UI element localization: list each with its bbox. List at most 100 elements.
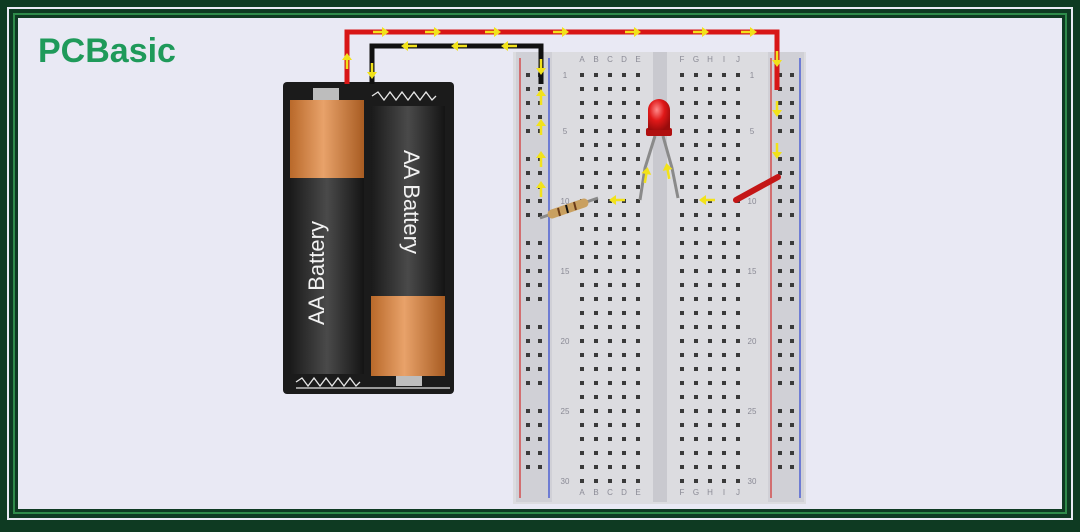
breadboard-hole	[580, 423, 584, 427]
breadboard-hole	[580, 255, 584, 259]
breadboard-hole	[708, 423, 712, 427]
breadboard-hole	[736, 367, 740, 371]
breadboard-hole	[694, 465, 698, 469]
breadboard-hole	[608, 437, 612, 441]
breadboard-hole	[722, 465, 726, 469]
breadboard-hole	[622, 283, 626, 287]
breadboard-hole	[608, 381, 612, 385]
breadboard-hole	[722, 297, 726, 301]
breadboard-hole	[636, 227, 640, 231]
rail-hole	[778, 283, 782, 287]
right-cell-copper	[371, 296, 445, 376]
breadboard-hole	[708, 409, 712, 413]
breadboard-hole	[580, 451, 584, 455]
rail-hole	[538, 199, 542, 203]
rail-hole	[778, 325, 782, 329]
breadboard-hole	[594, 143, 598, 147]
breadboard-hole	[608, 367, 612, 371]
breadboard-hole	[680, 227, 684, 231]
row-number-label: 10	[561, 197, 570, 206]
rail-hole	[790, 87, 794, 91]
breadboard-hole	[680, 479, 684, 483]
breadboard-hole	[708, 171, 712, 175]
rail-hole	[790, 353, 794, 357]
rail-hole	[790, 297, 794, 301]
left-power-rail	[516, 52, 552, 502]
current-arrow	[662, 163, 673, 180]
breadboard-hole	[680, 115, 684, 119]
breadboard-hole	[680, 269, 684, 273]
breadboard-hole	[694, 157, 698, 161]
breadboard-hole	[708, 115, 712, 119]
breadboard-hole	[622, 255, 626, 259]
left-cell-black	[290, 178, 364, 374]
rail-hole	[526, 283, 530, 287]
breadboard-hole	[608, 353, 612, 357]
breadboard-hole	[708, 101, 712, 105]
current-arrow	[536, 89, 546, 105]
breadboard-hole	[594, 171, 598, 175]
breadboard-hole	[680, 241, 684, 245]
current-arrow	[741, 27, 757, 37]
breadboard-hole	[594, 339, 598, 343]
row-number-label: 20	[561, 337, 570, 346]
rail-hole	[790, 73, 794, 77]
led-dome	[648, 99, 670, 130]
breadboard-hole	[622, 437, 626, 441]
breadboard-hole	[636, 115, 640, 119]
breadboard-hole	[694, 171, 698, 175]
breadboard-hole	[594, 199, 598, 203]
red-jumper	[733, 174, 781, 203]
breadboard-hole	[736, 339, 740, 343]
column-letter-label: C	[607, 488, 613, 497]
breadboard-hole	[680, 423, 684, 427]
breadboard-hole	[736, 129, 740, 133]
breadboard-hole	[580, 227, 584, 231]
breadboard-hole	[680, 171, 684, 175]
current-arrow	[373, 27, 389, 37]
breadboard-hole	[736, 395, 740, 399]
current-arrow	[772, 51, 782, 67]
breadboard-hole	[694, 227, 698, 231]
breadboard-hole	[722, 325, 726, 329]
row-number-label: 10	[748, 197, 757, 206]
breadboard-hole	[594, 367, 598, 371]
breadboard-hole	[736, 409, 740, 413]
breadboard-hole	[708, 227, 712, 231]
rail-hole	[778, 297, 782, 301]
breadboard-hole	[708, 157, 712, 161]
rail-hole	[526, 339, 530, 343]
bottom-spring	[295, 376, 361, 388]
rail-hole	[790, 269, 794, 273]
breadboard-hole	[736, 269, 740, 273]
rail-hole	[790, 213, 794, 217]
breadboard-hole	[694, 395, 698, 399]
row-number-label: 1	[563, 71, 568, 80]
rail-hole	[778, 409, 782, 413]
breadboard-hole	[694, 437, 698, 441]
resistor-band-1	[557, 207, 561, 217]
breadboard-hole	[594, 115, 598, 119]
breadboard-hole	[722, 171, 726, 175]
breadboard-hole	[694, 423, 698, 427]
breadboard-hole	[722, 423, 726, 427]
breadboard-hole	[580, 395, 584, 399]
breadboard-hole	[708, 437, 712, 441]
breadboard-hole	[594, 283, 598, 287]
breadboard-hole	[722, 367, 726, 371]
current-arrow	[625, 27, 641, 37]
breadboard-hole	[680, 213, 684, 217]
breadboard-hole	[636, 213, 640, 217]
breadboard-hole	[680, 199, 684, 203]
breadboard-hole	[608, 199, 612, 203]
column-letter-label: A	[579, 55, 585, 64]
rail-hole	[526, 241, 530, 245]
breadboard-hole	[622, 451, 626, 455]
rail-hole	[778, 423, 782, 427]
breadboard-hole	[622, 479, 626, 483]
breadboard-hole	[722, 241, 726, 245]
breadboard-hole	[622, 213, 626, 217]
breadboard-hole	[622, 73, 626, 77]
rail-hole	[526, 157, 530, 161]
breadboard-hole	[736, 283, 740, 287]
